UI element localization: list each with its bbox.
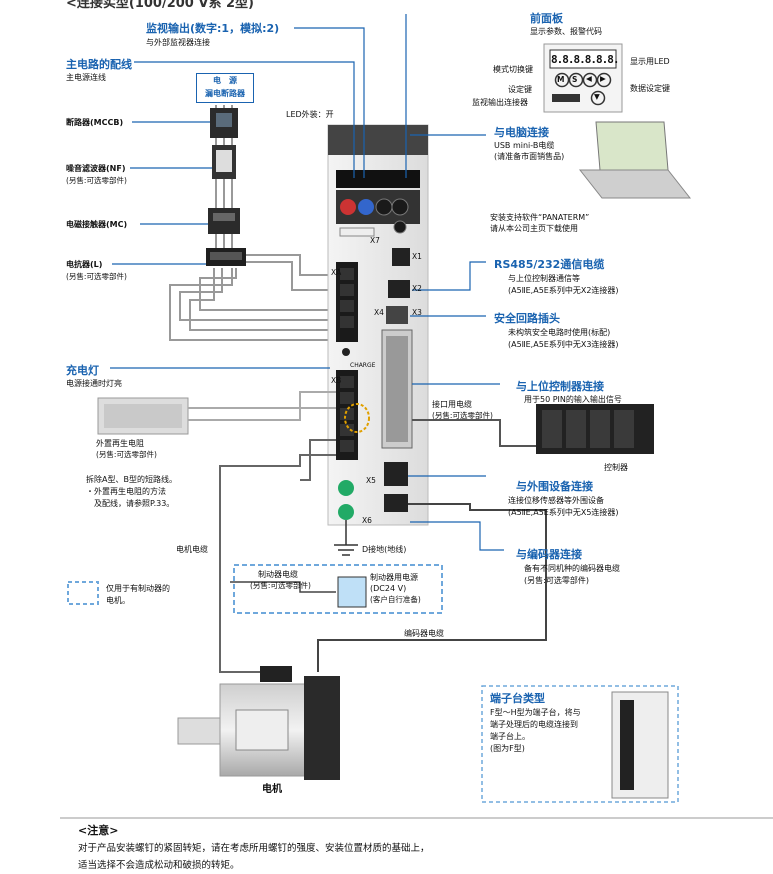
safety-desc2: (A5ⅡE,A5E系列中无X3连接器) (508, 340, 619, 349)
monitor-out-desc: 与外部监视器连接 (146, 38, 210, 47)
reactor-note: (另售:可选零部件) (66, 272, 127, 281)
mc-label: 电磁接触器(MC) (66, 220, 128, 229)
down-arrow-icon[interactable]: ▼ (594, 92, 600, 101)
front-panel-title: 前面板 (530, 12, 563, 25)
ext-resistor-note: (另售:可选零部件) (96, 450, 157, 459)
pc-soft1: 安装支持软件“PANATERM” (490, 213, 590, 222)
charge-lamp-title: 充电灯 (66, 364, 99, 377)
nf-label: 噪音滤波器(NF) (66, 164, 126, 173)
port-x5-label: X5 (366, 476, 376, 485)
rs485-desc1: 与上位控制器通信等 (508, 274, 580, 283)
encoder-desc2: (另售:可选零部件) (524, 576, 589, 585)
brake-power-1: 制动器用电源 (370, 573, 418, 582)
motor-label: 电机 (262, 784, 282, 795)
port-xb-label: XB (331, 376, 342, 385)
port-x1-label: X1 (412, 252, 422, 261)
right-arrow-icon[interactable]: ▶ (600, 74, 606, 83)
host-conn-title: 与上位控制器连接 (516, 380, 604, 393)
brake-legend-swatch (67, 581, 99, 605)
terminal-type-2: 端子处理后的电缆连接到 (490, 720, 578, 729)
main-wiring-desc: 主电源连线 (66, 73, 106, 82)
pc-conn-desc1: USB mini-B电缆 (494, 141, 555, 150)
motor-device (177, 666, 340, 780)
interface-cable-note: (另售:可选零部件) (432, 411, 493, 420)
main-wiring-title: 主电路的配线 (66, 58, 132, 71)
breaker-box: 电 源 漏电断路器 (196, 73, 254, 103)
safety-title: 安全回路插头 (494, 312, 560, 325)
monitor-conn-label: 监视输出连接器 (472, 98, 528, 107)
brake-power-device (337, 576, 367, 608)
rs485-title: RS485/232通信电缆 (494, 258, 605, 271)
port-x2-label: X2 (412, 284, 422, 293)
port-x6-label: X6 (362, 516, 372, 525)
display-led-label: 显示用LED (630, 57, 670, 66)
monitor-out-title: 监视输出(数字:1，模拟:2) (146, 22, 280, 35)
encoder-desc1: 备有不同机种的编码器电缆 (524, 564, 620, 573)
led-off-label: LED外装：开 (286, 110, 334, 119)
encoder-title: 与编码器连接 (516, 548, 582, 561)
note-line1: 对于产品安装螺钉的紧固转矩，请在考虑所用螺钉的强度、安装位置材质的基础上， (78, 843, 430, 854)
brake-power-3: (客户自行准备) (370, 595, 421, 604)
charge-lamp-desc: 电源接通时灯亮 (66, 379, 122, 388)
pc-conn-desc2: (请准备市面销售品) (494, 152, 565, 161)
brake-legend-1: 仅用于有制动器的 (106, 584, 170, 593)
servo-driver (327, 124, 429, 526)
panel-detail (543, 43, 623, 113)
terminal-type-4: (图为F型) (490, 744, 525, 753)
host-conn-desc: 用于50 PIN的输入输出信号 (524, 395, 622, 404)
shortcut-note-2: ・外置再生电阻的方法 (86, 487, 166, 496)
ground-symbol (334, 520, 358, 556)
ext-resistor-label: 外置再生电阻 (96, 439, 144, 448)
periph-desc2: (A5ⅡE,A5E系列中无X5连接器) (508, 508, 619, 517)
top-cut-title: <连接实型(100/200 V系 2型) (66, 0, 254, 11)
terminal-type-title: 端子台类型 (490, 692, 545, 705)
periph-desc1: 连接位移传感器等外围设备 (508, 496, 604, 505)
interface-cable-label: 接口用电缆 (432, 400, 472, 409)
brake-box (233, 564, 443, 614)
port-x3-label: X3 (412, 308, 422, 317)
terminal-type-1: F型～H型为端子台，将与 (490, 708, 581, 717)
mode-key-glyph[interactable]: M (557, 75, 565, 84)
front-panel-desc: 显示参数、报警代码 (530, 27, 602, 36)
brake-legend-2: 电机。 (106, 596, 130, 605)
shortcut-note-1: 拆除A型、B型的短路线。 (86, 475, 177, 484)
port-x4-label: X4 (374, 308, 384, 317)
terminal-type-box (481, 685, 679, 803)
data-key-label: 数据设定键 (630, 84, 670, 93)
nf-note: (另售:可选零部件) (66, 176, 127, 185)
rs485-desc2: (A5ⅡE,A5E系列中无X2连接器) (508, 286, 619, 295)
shortcut-note-3: 及配线，请参照P.33。 (94, 499, 175, 508)
periph-title: 与外围设备连接 (516, 480, 593, 493)
port-xa-label: XA (331, 268, 342, 277)
motor-cable-label: 电机电缆 (176, 545, 208, 554)
mccb-label: 断路器(MCCB) (66, 118, 124, 127)
encoder-cable-label: 编码器电缆 (404, 629, 444, 638)
mode-key-label: 模式切换键 (493, 65, 533, 74)
shortcut-highlight (344, 403, 370, 433)
laptop-device (578, 121, 692, 199)
power-lines (169, 105, 336, 341)
brake-power-2: (DC24 V) (370, 584, 407, 593)
charge-port-label: CHARGE (350, 362, 376, 369)
safety-desc1: 未构筑安全电路时使用(标配) (508, 328, 611, 337)
note-line2: 适当选择不会造成松动和破损的转矩。 (78, 860, 240, 871)
controller-device (412, 404, 654, 454)
note-title: <注意> (78, 824, 119, 837)
left-arrow-icon[interactable]: ◀ (586, 74, 592, 83)
brake-cable-note: (另售:可选零部件) (250, 581, 311, 590)
pc-conn-title: 与电脑连接 (494, 126, 549, 139)
panel-led-digits: 8.8.8.8.8.8. (551, 53, 619, 66)
controller-label: 控制器 (604, 463, 628, 472)
pc-soft2: 请从本公司主页下载使用 (490, 224, 578, 233)
set-key-label: 设定键 (508, 85, 532, 94)
terminal-type-3: 端子台上。 (490, 732, 530, 741)
set-key-glyph[interactable]: S (572, 75, 578, 84)
port-x7-label: X7 (370, 236, 380, 245)
reactor-label: 电抗器(L) (66, 260, 103, 269)
ground-label: D接地(地线) (362, 545, 407, 554)
brake-cable-label: 制动器电缆 (258, 570, 298, 579)
